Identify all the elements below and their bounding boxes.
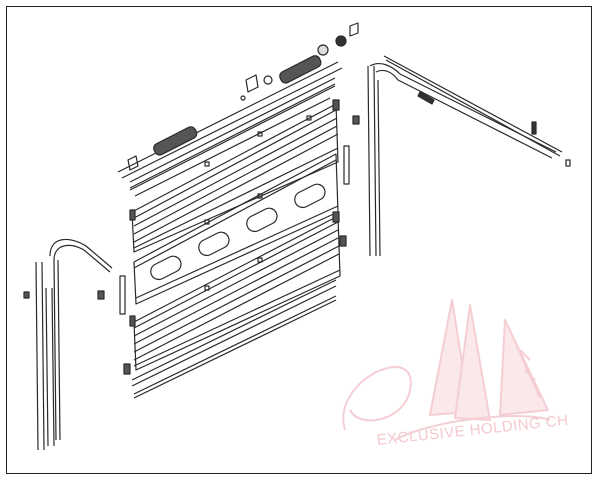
door-panel-windows xyxy=(133,153,339,305)
torsion-shaft-assembly xyxy=(117,22,359,179)
end-bracket-left xyxy=(127,155,139,171)
center-bracket xyxy=(245,74,259,93)
diagram-frame xyxy=(6,6,592,474)
spring-right xyxy=(279,55,322,84)
left-track-assembly xyxy=(35,238,113,451)
window-1 xyxy=(150,255,182,281)
hinges xyxy=(23,99,360,375)
spring-left xyxy=(153,126,198,156)
door-panel-bottom xyxy=(133,215,341,371)
sail-logo-icon xyxy=(342,299,551,441)
door-panel-top xyxy=(131,103,339,253)
window-3 xyxy=(246,207,278,233)
window-2 xyxy=(198,231,230,257)
window-4 xyxy=(294,183,326,209)
right-track-assembly xyxy=(367,55,571,257)
side-seal-pieces xyxy=(119,145,350,315)
bottom-seal xyxy=(131,279,337,399)
top-strut xyxy=(129,77,336,197)
